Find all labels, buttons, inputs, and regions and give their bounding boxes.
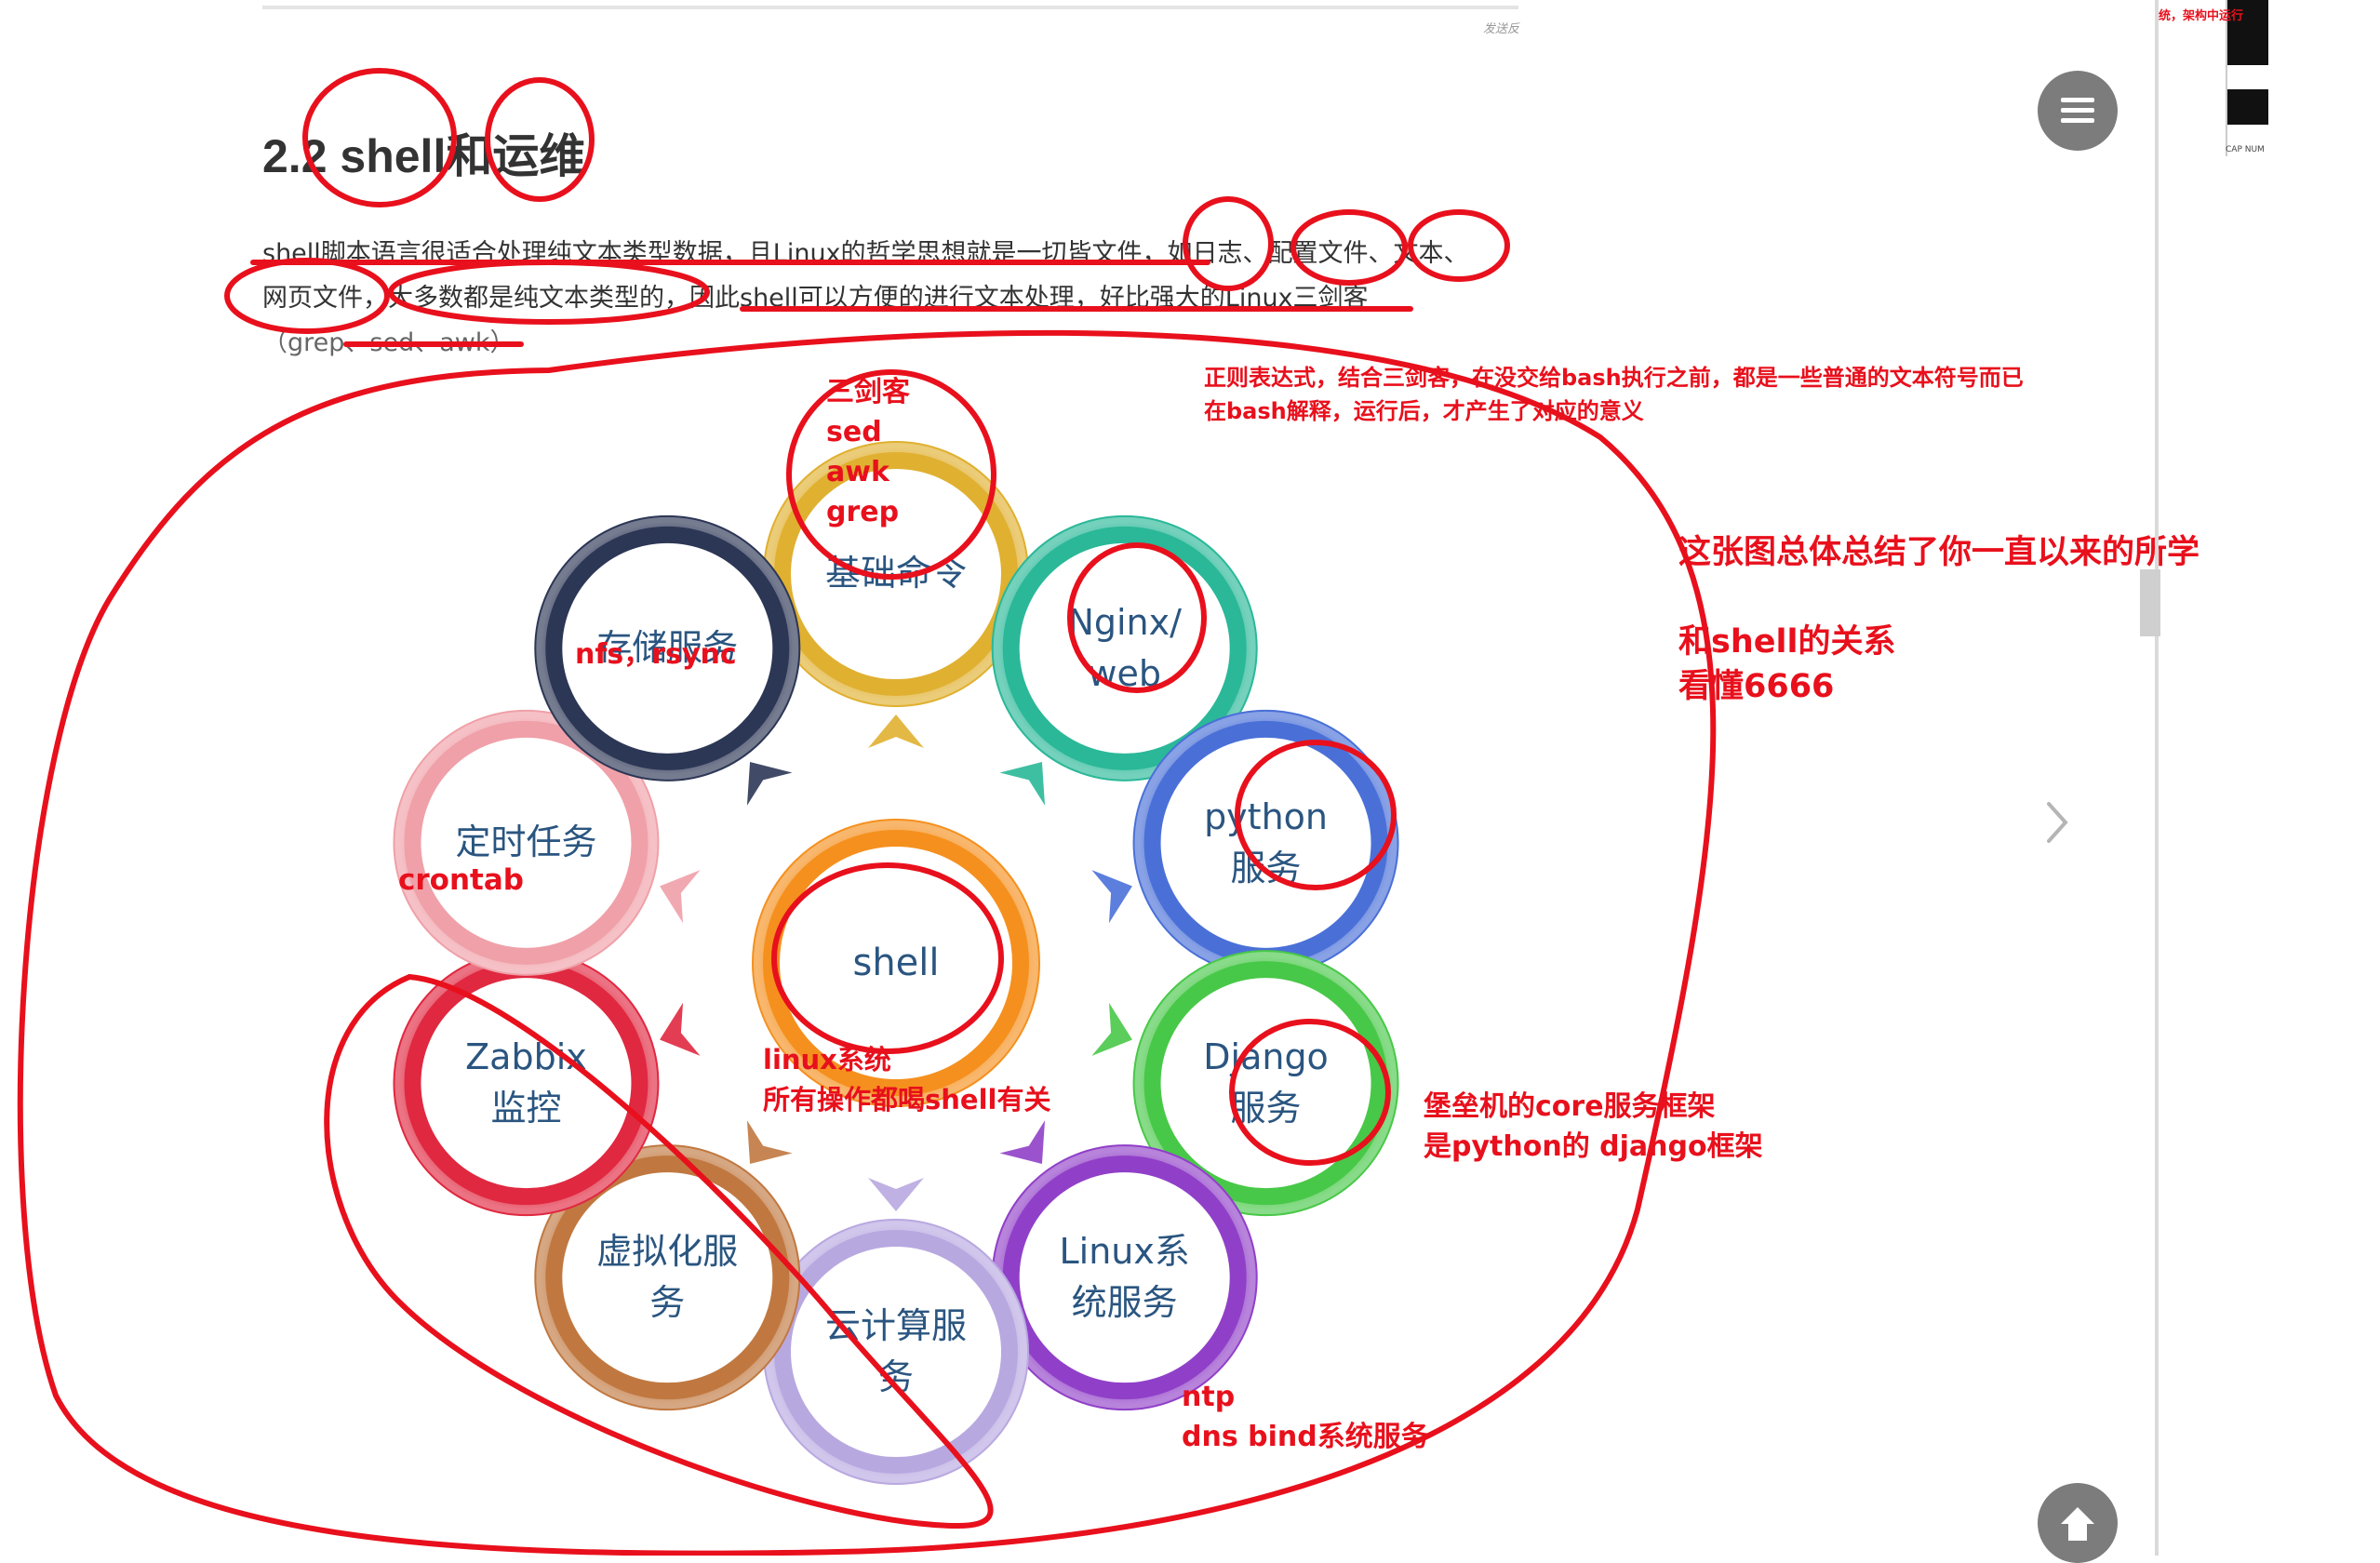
- service-ring-label-4: Linux系统服务: [1059, 1231, 1190, 1324]
- service-ring-label-1: Nginx/web: [1067, 601, 1182, 694]
- nfs-note: nfs，rsync: [575, 638, 737, 671]
- service-ring-label-5: 云计算服务: [824, 1304, 967, 1397]
- linux-system-note: linux系统 所有操作都喝shell有关: [763, 1044, 1051, 1115]
- direction-arrow-7: [660, 1002, 701, 1056]
- top-meta-text: 发送反: [1483, 22, 1520, 36]
- arrow-up-icon: [2061, 1507, 2094, 1541]
- thumbnail-block: [2227, 0, 2268, 65]
- chevron-right-icon: [2047, 802, 2068, 843]
- scrollbar-track[interactable]: [2155, 0, 2159, 1556]
- crontab-note: crontab: [398, 863, 524, 897]
- direction-arrow-2: [1091, 870, 1132, 924]
- thumbnail-block: [2227, 89, 2268, 125]
- scrollbar-thumb[interactable]: [2140, 569, 2160, 636]
- direction-arrow-8: [660, 870, 701, 924]
- menu-icon: [2061, 98, 2094, 123]
- summary-note: 这张图总体总结了你一直以来的所学 和shell的关系 看懂6666: [1678, 534, 2200, 705]
- service-ring-label-0: 基础命令: [824, 553, 967, 594]
- regex-note: 正则表达式，结合三剑客，在没交给bash执行之前，都是一些普通的文本符号而已 在…: [1204, 365, 2024, 424]
- sidebar-red-tag: 统，架构中运行: [2159, 9, 2244, 23]
- center-shell-label: shell: [852, 942, 940, 984]
- ntp-note: ntp dns bind系统服务: [1182, 1381, 1429, 1453]
- service-ring-label-6: 虚拟化服务: [596, 1231, 739, 1324]
- menu-button[interactable]: [2038, 71, 2118, 151]
- direction-arrow-3: [1091, 1002, 1132, 1056]
- service-ring-label-8: 定时任务: [455, 822, 597, 863]
- direction-arrow-5: [868, 1178, 924, 1211]
- thumbnail-caption: CAP NUM: [2226, 145, 2265, 154]
- next-page-button[interactable]: [2043, 800, 2071, 848]
- direction-arrow-0: [868, 715, 924, 748]
- back-to-top-button[interactable]: [2038, 1483, 2118, 1563]
- django-note: 堡垒机的core服务框架 是python的 django框架: [1424, 1090, 1763, 1163]
- top-rule: [262, 6, 1518, 9]
- sanjianke-note: 三剑客 sed awk grep: [826, 376, 910, 528]
